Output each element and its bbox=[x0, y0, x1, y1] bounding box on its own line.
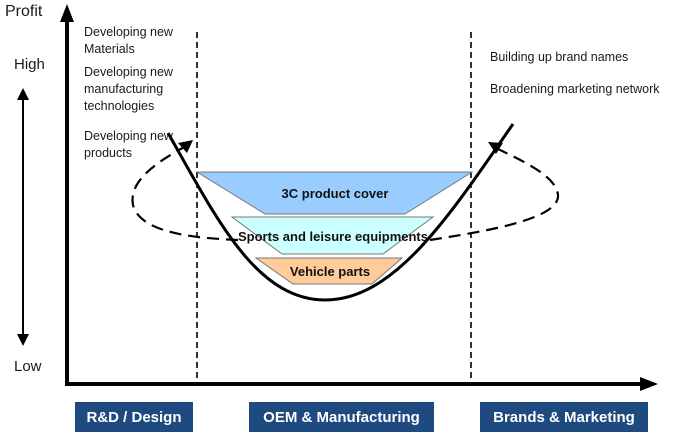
stage-rd-design: R&D / Design bbox=[75, 402, 193, 432]
smile-curve bbox=[166, 123, 515, 302]
high-arrowhead-icon bbox=[17, 88, 29, 100]
left-loop-arrowhead-icon bbox=[178, 140, 193, 153]
stage-brands-marketing: Brands & Marketing bbox=[480, 402, 648, 432]
segment-3c-product-cover bbox=[195, 171, 474, 215]
segment-sports-leisure bbox=[230, 216, 435, 255]
right-loop-arrowhead-icon bbox=[488, 142, 503, 154]
left-dashed-loop bbox=[131, 144, 239, 242]
annotation-new-materials: Developing new Materials bbox=[84, 25, 173, 56]
y-axis-arrowhead-icon bbox=[60, 4, 74, 22]
annotation-brand-names: Building up brand names bbox=[490, 50, 629, 64]
stage-oem-manufacturing: OEM & Manufacturing bbox=[249, 402, 434, 432]
annotation-new-manufacturing-tech: Developing new manufacturing technologie… bbox=[84, 65, 173, 113]
annotation-marketing-network: Broadening marketing network bbox=[490, 82, 660, 96]
annotation-new-products: Developing new products bbox=[84, 129, 173, 160]
right-dashed-loop bbox=[429, 146, 560, 242]
segment-sports-leisure-label: Sports and leisure equipments bbox=[238, 229, 428, 244]
x-axis-arrowhead-icon bbox=[640, 377, 658, 391]
segment-3c-product-cover-label: 3C product cover bbox=[282, 186, 389, 201]
segment-vehicle-parts bbox=[254, 257, 404, 285]
y-axis-title: Profit bbox=[5, 3, 43, 20]
segment-vehicle-parts-label: Vehicle parts bbox=[290, 264, 370, 279]
high-label: High bbox=[14, 56, 45, 73]
low-arrowhead-icon bbox=[17, 334, 29, 346]
low-label: Low bbox=[14, 358, 42, 375]
